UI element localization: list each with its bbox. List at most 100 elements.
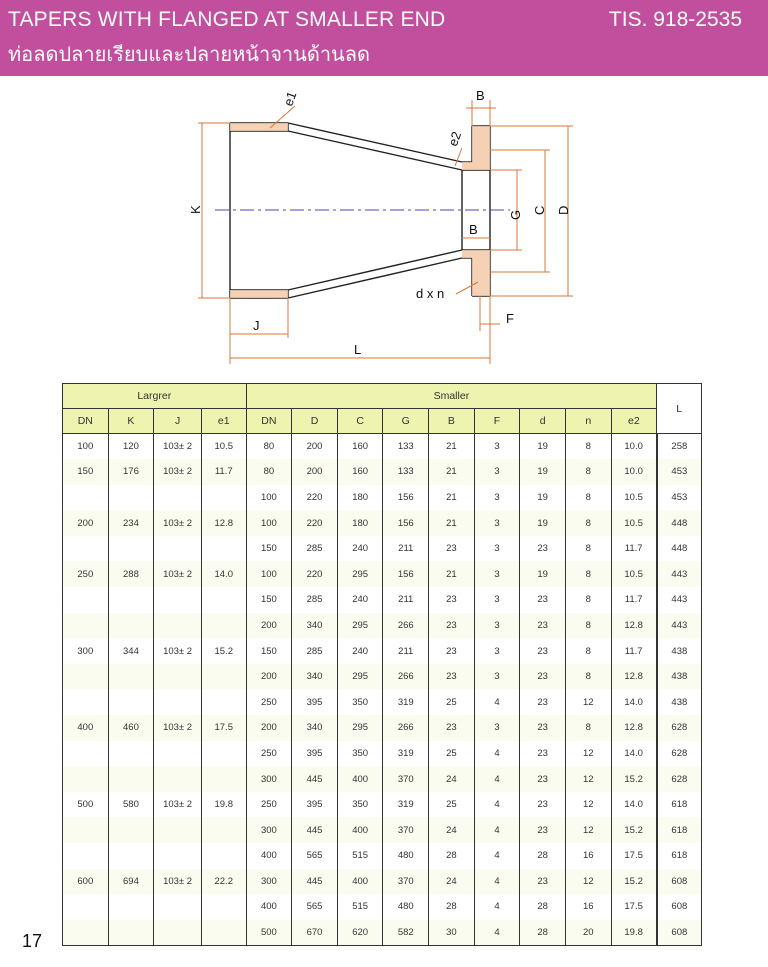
table-cell: 400 — [336, 868, 384, 895]
table-cell: 295 — [336, 663, 384, 690]
table-cell: 443 — [655, 561, 702, 588]
table-cell: 23 — [519, 791, 566, 818]
table-cell — [62, 740, 109, 767]
column-header: F — [473, 408, 521, 434]
table-cell — [153, 535, 202, 562]
table-cell: 23 — [519, 766, 566, 792]
table-cell: 234 — [107, 510, 155, 536]
table-cell: 11.7 — [610, 535, 658, 562]
table-cell — [107, 612, 155, 639]
label-j: J — [253, 318, 260, 333]
table-cell: 103± 2 — [153, 791, 202, 818]
page-header: TAPERS WITH FLANGED AT SMALLER END TIS. … — [0, 0, 768, 76]
table-cell — [62, 843, 109, 869]
table-cell: 580 — [107, 791, 155, 818]
table-cell: 21 — [428, 510, 475, 536]
table-cell: 100 — [245, 561, 293, 588]
table-cell: 103± 2 — [153, 459, 202, 485]
table-cell: 180 — [336, 484, 384, 511]
label-g: G — [508, 210, 523, 220]
table-cell: 4 — [473, 919, 521, 946]
table-cell: 23 — [428, 612, 475, 639]
table-cell: 285 — [291, 638, 338, 664]
table-cell: 258 — [655, 433, 702, 460]
table-cell: 23 — [428, 638, 475, 664]
table-cell — [107, 919, 155, 946]
table-cell: 285 — [291, 587, 338, 613]
table-cell — [200, 484, 247, 511]
table-cell: 4 — [473, 894, 521, 920]
table-cell: 319 — [382, 740, 430, 767]
table-cell: 300 — [245, 868, 293, 895]
table-cell: 28 — [519, 919, 566, 946]
table-cell: 319 — [382, 791, 430, 818]
table-cell: 211 — [382, 535, 430, 562]
table-cell: 3 — [473, 587, 521, 613]
table-cell: 19 — [519, 484, 566, 511]
table-cell: 300 — [245, 766, 293, 792]
table-cell: 340 — [291, 612, 338, 639]
table-cell: 453 — [655, 484, 702, 511]
table-cell: 608 — [655, 894, 702, 920]
table-cell: 156 — [382, 484, 430, 511]
table-cell — [153, 843, 202, 869]
table-cell: 250 — [245, 791, 293, 818]
table-cell: 103± 2 — [153, 868, 202, 895]
table-cell: 12 — [564, 817, 612, 843]
page-title: TAPERS WITH FLANGED AT SMALLER END — [8, 8, 446, 31]
table-cell: 600 — [62, 868, 109, 895]
table-cell: 12 — [564, 689, 612, 716]
table-cell: 23 — [428, 535, 475, 562]
table-cell — [107, 817, 155, 843]
table-cell: 694 — [107, 868, 155, 895]
table-cell: 23 — [519, 612, 566, 639]
table-cell: 515 — [336, 894, 384, 920]
label-e2: e2 — [445, 129, 464, 148]
table-cell: 12 — [564, 791, 612, 818]
table-cell: 8 — [564, 638, 612, 664]
table-cell: 24 — [428, 868, 475, 895]
table-cell: 300 — [62, 638, 109, 664]
column-header: d — [519, 408, 566, 434]
table-cell: 14.0 — [610, 689, 658, 716]
table-cell: 150 — [245, 535, 293, 562]
table-cell — [62, 894, 109, 920]
table-cell — [107, 484, 155, 511]
label-d: D — [556, 206, 571, 215]
table-cell: 220 — [291, 510, 338, 536]
table-cell: 3 — [473, 715, 521, 741]
column-header: C — [336, 408, 384, 434]
table-cell: 21 — [428, 484, 475, 511]
column-header: G — [382, 408, 430, 434]
table-cell: 10.5 — [610, 561, 658, 588]
table-cell: 24 — [428, 766, 475, 792]
table-cell: 8 — [564, 510, 612, 536]
table-cell: 400 — [336, 766, 384, 792]
table-cell: 3 — [473, 510, 521, 536]
table-cell: 618 — [655, 843, 702, 869]
table-cell: 21 — [428, 561, 475, 588]
table-cell: 156 — [382, 561, 430, 588]
table-cell: 250 — [62, 561, 109, 588]
label-dxn: d x n — [416, 286, 444, 301]
table-cell: 14.0 — [610, 740, 658, 767]
table-cell: 28 — [428, 894, 475, 920]
label-e1: e1 — [280, 89, 299, 108]
table-cell: 28 — [519, 894, 566, 920]
table-cell: 240 — [336, 535, 384, 562]
table-cell: 288 — [107, 561, 155, 588]
table-cell — [107, 587, 155, 613]
table-cell: 16 — [564, 843, 612, 869]
table-cell: 19 — [519, 433, 566, 460]
table-cell: 460 — [107, 715, 155, 741]
